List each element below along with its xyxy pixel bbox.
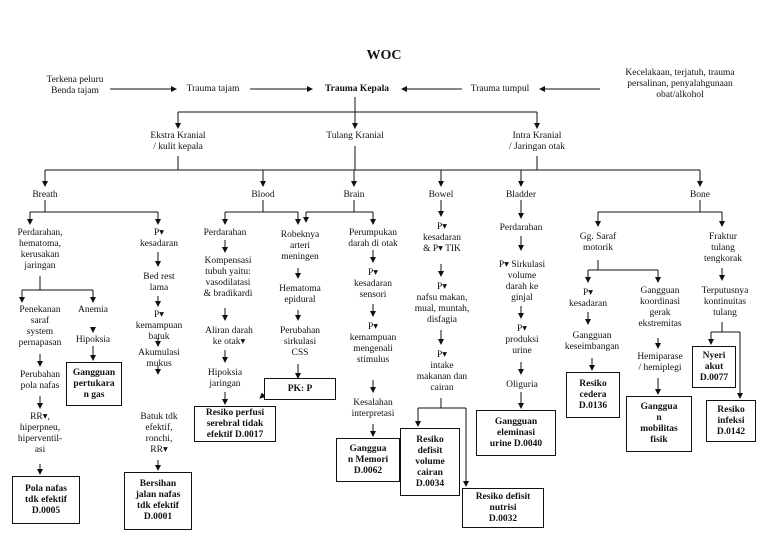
bladder-p-sirkulasi: P▾ Sirkulasi volume darah ke ginjal: [498, 260, 546, 303]
brain-p-sensori: P▾ kesadaran sensori: [354, 268, 392, 300]
breath-p-batuk: P▾ kemampuan batuk: [135, 310, 183, 342]
brain-perumpukan: Perumpukan darah di otak: [348, 228, 398, 249]
intra-kranial: Intra Kranial / Jaringan otak: [509, 131, 565, 152]
blood-hematoma-epidural: Hematoma epidural: [279, 284, 321, 305]
diagnosis-mobilitas-fisik: Ganggua n mobilitas fisik: [626, 396, 692, 452]
bone-gg-saraf: Gg. Saraf motorik: [579, 232, 617, 253]
trauma-kepala: Trauma Kepala: [325, 84, 389, 94]
trauma-tajam: Trauma tajam: [186, 84, 240, 94]
category-bowel: Bowel: [428, 190, 454, 200]
blood-robeknya: Robeknya arteri meningen: [280, 230, 320, 262]
cause-left: Terkena peluru Benda tajam: [46, 75, 104, 96]
tulang-kranial: Tulang Kranial: [326, 131, 384, 141]
blood-hipoksia-jaringan: Hipoksia jaringan: [207, 368, 243, 389]
category-brain: Brain: [343, 190, 365, 200]
blood-kompensasi: Kompensasi tubuh yaitu: vasodilatasi & b…: [203, 256, 253, 299]
blood-aliran: Aliran darah ke otak▾: [205, 326, 253, 347]
breath-batuk-tdk: Batuk tdk efektif, ronchi, RR▾: [140, 412, 178, 455]
diagnosis-bersihan-jalan-nafas: Bersihan jalan nafas tdk efektif D.0001: [124, 472, 192, 530]
diagnosis-cedera: Resiko cedera D.0136: [566, 372, 620, 418]
bone-p-kesadaran: P▾ kesadaran: [569, 288, 607, 309]
diagnosis-infeksi: Resiko infeksi D.0142: [706, 400, 756, 442]
bladder-p-produksi: P▾ produksi urine: [505, 324, 539, 356]
brain-p-mengenali: P▾ kemampuan mengenali stimulus: [349, 322, 397, 365]
diagnosis-pola-nafas: Pola nafas tdk efektif D.0005: [12, 476, 80, 524]
cause-right: Kecelakaan, terjatuh, trauma persalinan,…: [625, 68, 735, 100]
brain-kesalahan: Kesalahan interpretasi: [351, 398, 395, 419]
breath-akumulasi: Akumulasi mukus: [138, 348, 180, 369]
category-breath: Breath: [32, 190, 58, 200]
breath-perdarahan: Perdarahan, hematoma, kerusakan jaringan: [17, 228, 63, 271]
trauma-tumpul: Trauma tumpul: [470, 84, 530, 94]
category-bladder: Bladder: [505, 190, 537, 200]
blood-perubahan-css: Perubahan sirkulasi CSS: [279, 326, 321, 358]
bone-terputusnya: Terputusnya kontinuitas tulang: [701, 286, 749, 318]
breath-rr: RR▾, hiperpneu, hiperventil- asi: [17, 412, 63, 455]
breath-perubahan-pola: Perubahan pola nafas: [19, 370, 61, 391]
diagnosis-perfusi-serebral: Resiko perfusi serebral tidak efektif D.…: [194, 406, 276, 442]
diagnosis-memori: Ganggua n Memori D.0062: [336, 438, 400, 482]
bowel-p-tik: P▾ kesadaran & P▾ TIK: [423, 222, 461, 254]
ekstra-kranial: Ekstra Kranial / kulit kepala: [150, 131, 206, 152]
category-bone: Bone: [689, 190, 711, 200]
diagnosis-pk-tik: PK: P: [264, 378, 336, 400]
bowel-p-intake: P▾ intake makanan dan cairan: [416, 350, 468, 393]
bladder-oliguria: Oliguria: [506, 380, 538, 390]
category-blood: Blood: [251, 190, 275, 200]
bladder-perdarahan: Perdarahan: [499, 223, 543, 233]
diagnosis-nyeri-akut: Nyeri akut D.0077: [692, 346, 736, 388]
diagnosis-nutrisi: Resiko defisit nutrisi D.0032: [462, 488, 544, 528]
diagram-title: WOC: [366, 48, 402, 63]
bowel-p-nafsu: P▾ nafsu makan, mual, muntah, disfagia: [414, 282, 470, 325]
breath-penekanan: Penekanan saraf system pernapasan: [18, 305, 62, 348]
bone-fraktur: Fraktur tulang tengkorak: [704, 232, 742, 264]
breath-anemia: Anemia: [77, 305, 109, 315]
diagnosis-pertukaran-gas: Gangguan pertukara n gas: [66, 362, 122, 406]
diagnosis-volume-cairan: Resiko defisit volume cairan D.0034: [400, 428, 460, 496]
bone-gg-keseimbangan: Gangguan keseimbangan: [564, 331, 620, 352]
bone-hemiparase: Hemiparase / hemiplegi: [637, 352, 683, 373]
breath-p-kesadaran: P▾ kesadaran: [140, 228, 178, 249]
blood-perdarahan: Perdarahan: [203, 228, 247, 238]
bone-gg-koordinasi: Gangguan koordinasi gerak ekstremitas: [638, 286, 682, 329]
diagnosis-eleminasi-urine: Gangguan eleminasi urine D.0040: [476, 410, 556, 456]
breath-hipoksia: Hipoksia: [75, 335, 111, 345]
breath-bed-rest: Bed rest lama: [143, 272, 175, 293]
